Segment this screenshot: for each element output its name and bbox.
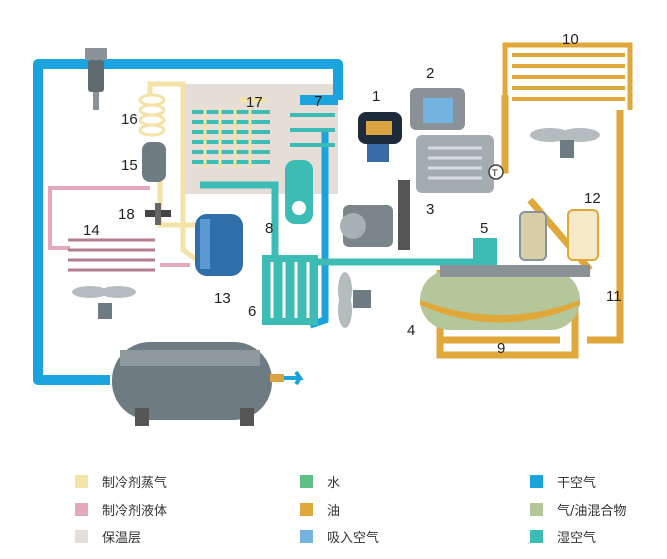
component-number-2: 2 bbox=[426, 65, 434, 82]
component-number-11: 11 bbox=[606, 288, 622, 305]
legend-item: 油 bbox=[300, 499, 340, 519]
component-number-3: 3 bbox=[426, 201, 434, 218]
legend-swatch bbox=[300, 502, 313, 516]
legend-swatch bbox=[300, 474, 313, 488]
oil-cooler-frame bbox=[502, 42, 633, 110]
refrigerant-coil-17 bbox=[203, 108, 252, 168]
oil-cooler-10 bbox=[512, 53, 625, 101]
legend-item: 干空气 bbox=[530, 471, 596, 491]
legend-label: 气/油混合物 bbox=[557, 503, 627, 519]
legend-item: 吸入空气 bbox=[300, 526, 379, 546]
component-number-4: 4 bbox=[407, 322, 415, 339]
legend-swatch bbox=[300, 529, 313, 543]
aftercooler-6 bbox=[262, 255, 318, 325]
fan-icon bbox=[530, 128, 600, 158]
legend-item: 制冷剂液体 bbox=[75, 499, 167, 519]
legend-item: 保温层 bbox=[75, 526, 141, 546]
legend-item: 湿空气 bbox=[530, 526, 596, 546]
fan-icon bbox=[72, 286, 136, 319]
svg-text:T: T bbox=[491, 169, 498, 179]
component-number-7: 7 bbox=[314, 93, 322, 110]
air-receiver-tank-icon bbox=[112, 342, 304, 426]
legend-swatch bbox=[530, 529, 543, 543]
legend-swatch bbox=[75, 474, 88, 488]
legend-label: 湿空气 bbox=[557, 530, 597, 546]
component-number-5: 5 bbox=[480, 220, 488, 237]
fan-icon bbox=[338, 272, 371, 328]
legend-swatch bbox=[530, 474, 543, 488]
refrigerant-liquid-pipe bbox=[48, 186, 190, 267]
separator-8-window bbox=[292, 201, 306, 215]
refrigerant-receiver-13 bbox=[195, 214, 243, 276]
condenser-14 bbox=[68, 238, 155, 272]
component-number-6: 6 bbox=[248, 303, 256, 320]
air-filter-icon bbox=[85, 48, 107, 110]
legend-label: 干空气 bbox=[557, 475, 597, 491]
legend-item: 气/油混合物 bbox=[530, 499, 626, 519]
oil-filter-12 bbox=[567, 209, 599, 261]
legend-label: 制冷剂液体 bbox=[102, 503, 168, 519]
separator-15 bbox=[142, 142, 166, 182]
heat-exchanger-17 bbox=[192, 110, 335, 164]
component-number-14: 14 bbox=[83, 222, 100, 239]
component-number-17: 17 bbox=[246, 94, 263, 111]
drive-belt bbox=[398, 180, 410, 250]
dry-air-pipe bbox=[33, 59, 343, 385]
component-number-13: 13 bbox=[214, 290, 231, 307]
motor-icon bbox=[340, 205, 393, 247]
legend: 制冷剂蒸气 水 干空气 制冷剂液体 油 气/油混合物 保温层 吸入空气 湿空气 bbox=[0, 462, 667, 559]
component-number-16: 16 bbox=[121, 111, 138, 128]
legend-swatch bbox=[75, 502, 88, 516]
oil-separator-element bbox=[519, 211, 547, 261]
legend-label: 油 bbox=[327, 503, 341, 519]
min-pressure-valve-5 bbox=[473, 238, 497, 268]
component-number-10: 10 bbox=[562, 31, 579, 48]
thermostat-icon: T bbox=[488, 164, 504, 180]
component-number-15: 15 bbox=[121, 157, 138, 174]
valve-icon bbox=[145, 203, 171, 225]
component-number-1: 1 bbox=[372, 88, 380, 105]
component-number-8: 8 bbox=[265, 220, 273, 237]
component-number-18: 18 bbox=[118, 206, 135, 223]
legend-label: 吸入空气 bbox=[327, 530, 380, 546]
component-number-9: 9 bbox=[497, 340, 505, 357]
legend-label: 水 bbox=[327, 475, 341, 491]
intake-valve-2 bbox=[410, 88, 465, 130]
legend-label: 保温层 bbox=[102, 530, 142, 546]
legend-item: 水 bbox=[300, 471, 340, 491]
legend-item: 制冷剂蒸气 bbox=[75, 471, 167, 491]
intake-filter-1 bbox=[358, 112, 402, 162]
oil-pipe bbox=[436, 95, 624, 359]
legend-swatch bbox=[75, 529, 88, 543]
component-number-12: 12 bbox=[584, 190, 601, 207]
refrigerant-coil-16 bbox=[138, 93, 166, 137]
screw-airend-3 bbox=[416, 135, 494, 193]
legend-label: 制冷剂蒸气 bbox=[102, 475, 168, 491]
legend-swatch bbox=[530, 502, 543, 516]
oil-separator-tank-4 bbox=[420, 265, 590, 330]
